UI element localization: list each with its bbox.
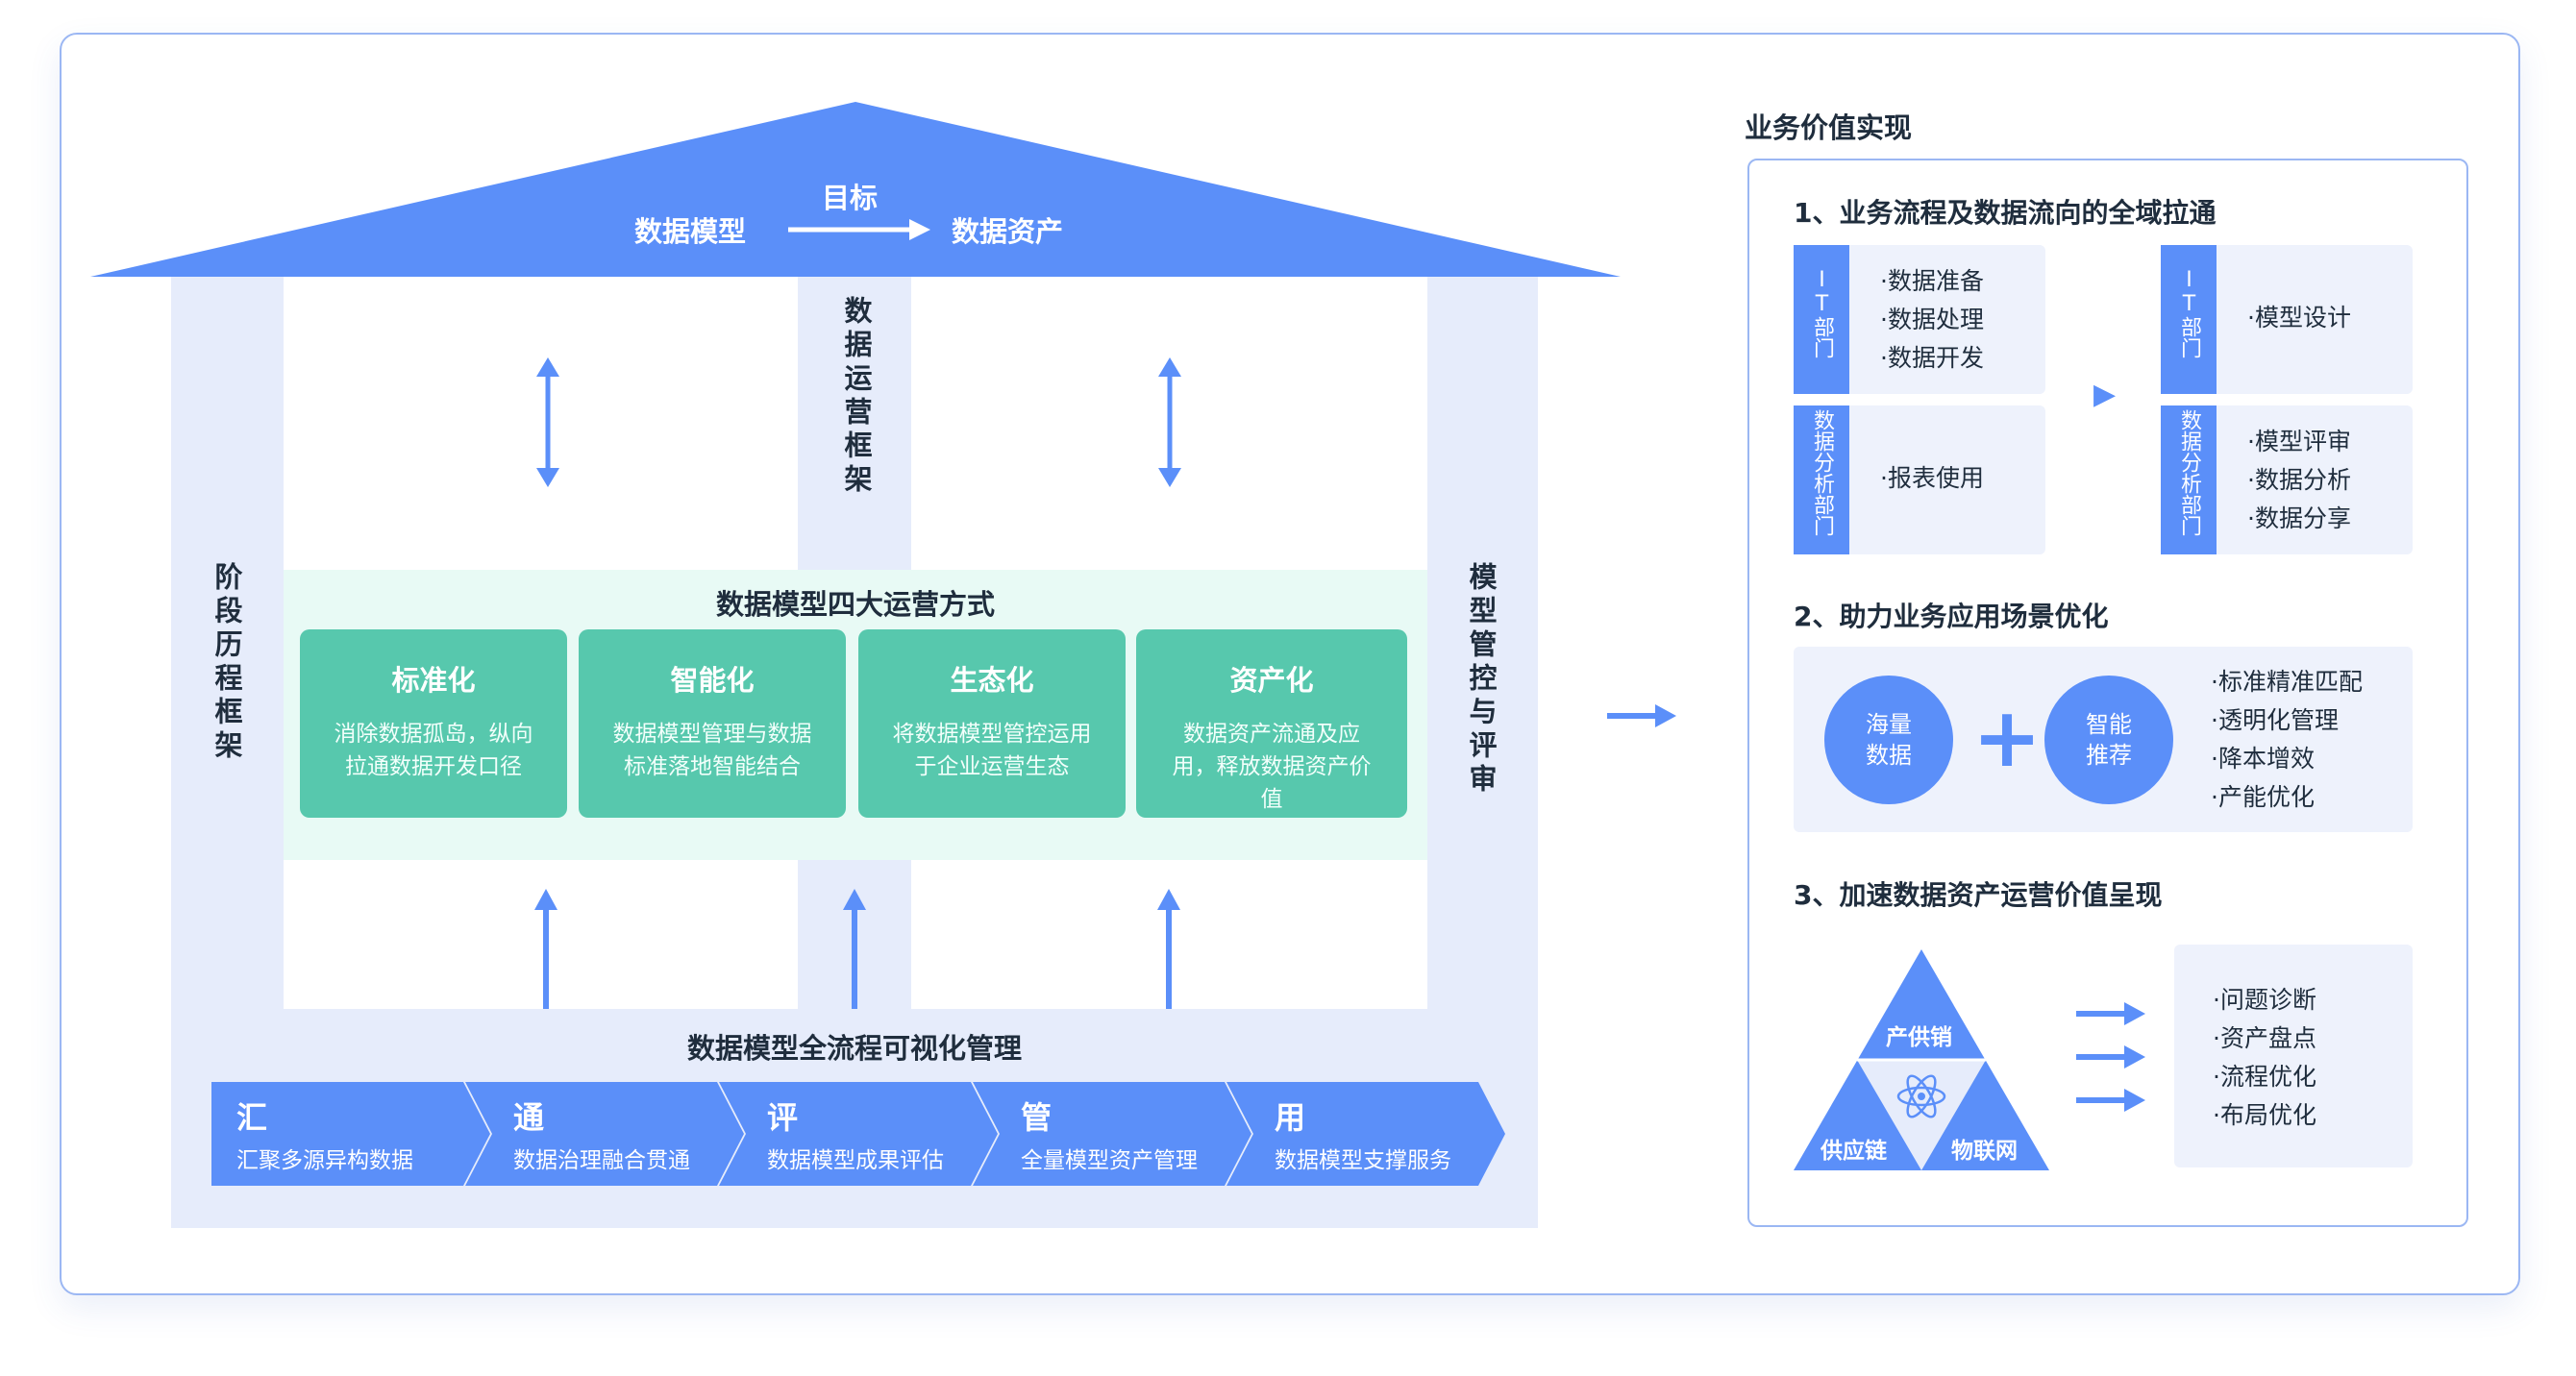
ops-card-desc: 将数据模型管控运用于企业运营生态 <box>892 722 1092 779</box>
double-arrow-right <box>1158 357 1181 487</box>
step-letter: 用 <box>1275 1099 1306 1136</box>
roof-right-text: 数据资产 <box>952 215 1064 248</box>
plus-icon: + <box>1972 690 2043 786</box>
ops-card-asset: 资产化 数据资产流通及应用，释放数据资产价值 <box>1136 629 1407 818</box>
circle-smart-recommend: 智能推荐 <box>2044 676 2173 804</box>
ops-card-standardize: 标准化 消除数据孤岛，纵向拉通数据开发口径 <box>300 629 567 818</box>
s1-right-analysis-box: 数据分析部门 ·模型评审 ·数据分析 ·数据分享 <box>2161 405 2413 554</box>
ops-card-desc: 数据模型管理与数据标准落地智能结合 <box>612 722 812 779</box>
ops-card-title: 智能化 <box>670 664 755 697</box>
step-letter: 通 <box>513 1099 545 1136</box>
roof-left-text: 数据模型 <box>634 215 747 248</box>
value-heading: 业务价值实现 <box>1745 111 1913 144</box>
s1-left-it-box: IT部门 ·数据准备 ·数据处理 ·数据开发 <box>1794 245 2045 394</box>
ops-card-title: 标准化 <box>391 664 476 697</box>
process-step-use: 用 数据模型支撑服务 <box>1226 1082 1505 1186</box>
s2-benefit-list: ·标准精准匹配 ·透明化管理 ·降本增效 ·产能优化 <box>2211 668 2363 811</box>
ops-card-desc: 消除数据孤岛，纵向拉通数据开发口径 <box>334 722 533 779</box>
step-desc: 数据治理融合贯通 <box>513 1148 690 1173</box>
process-step-manage: 管 全量模型资产管理 <box>973 1082 1251 1186</box>
s3-box: ·问题诊断 ·资产盘点 ·流程优化 ·布局优化 <box>2174 945 2413 1167</box>
dept-tag: 数据分析部门 <box>1794 405 1849 554</box>
triangle-graphic <box>1794 949 2049 1170</box>
ops-card-title: 生态化 <box>950 664 1034 697</box>
step-letter: 管 <box>1021 1099 1053 1136</box>
task-list: ·数据准备 ·数据处理 ·数据开发 <box>1880 267 1984 372</box>
right-pillar-label: 模型管控与评审 <box>1465 562 1498 798</box>
lower-left-space <box>284 860 798 1009</box>
section3-title: 3、加速数据资产运营价值呈现 <box>1794 879 2163 911</box>
step-desc: 数据模型成果评估 <box>767 1148 944 1173</box>
process-title: 数据模型全流程可视化管理 <box>686 1032 1022 1065</box>
atom-icon <box>1896 1074 1946 1118</box>
left-pillar-label: 阶段历程框架 <box>211 562 243 764</box>
dept-tag: 数据分析部门 <box>2161 405 2217 554</box>
ops-card-desc: 数据资产流通及应用，释放数据资产价值 <box>1172 722 1372 812</box>
tri-left-label: 供应链 <box>1821 1139 1887 1164</box>
tri-top-label: 产供销 <box>1886 1025 1952 1050</box>
ops-card-intelligent: 智能化 数据模型管理与数据标准落地智能结合 <box>579 629 846 818</box>
process-step-gather: 汇 汇聚多源异构数据 <box>211 1082 490 1186</box>
section2-title: 2、助力业务应用场景优化 <box>1794 601 2109 632</box>
step-desc: 数据模型支撑服务 <box>1275 1148 1451 1173</box>
s1-left-analysis-box: 数据分析部门 ·报表使用 <box>1794 405 2045 554</box>
step-desc: 全量模型资产管理 <box>1021 1148 1198 1173</box>
connector-arrow <box>1607 704 1676 727</box>
s1-right-it-box: IT部门 ·模型设计 <box>2161 245 2413 394</box>
s3-outcome-list: ·问题诊断 ·资产盘点 ·流程优化 ·布局优化 <box>2213 986 2316 1129</box>
step-letter: 汇 <box>236 1099 268 1136</box>
ops-card-title: 资产化 <box>1229 664 1314 697</box>
step-letter: 评 <box>767 1099 799 1136</box>
roof-goal-arrow <box>788 219 930 240</box>
tri-right-label: 物联网 <box>1951 1139 2018 1164</box>
task-list: ·模型评审 ·数据分析 ·数据分享 <box>2247 428 2351 532</box>
s1-transition-arrow: ▶ <box>2093 378 2117 411</box>
ops-title: 数据模型四大运营方式 <box>715 588 995 621</box>
circle-massive-data: 海量数据 <box>1824 676 1953 804</box>
up-arrow-1 <box>534 889 557 1009</box>
up-arrow-2 <box>843 889 866 1009</box>
center-pillar-label: 数据运营框架 <box>840 296 873 498</box>
roof-goal-text: 目标 <box>822 182 879 214</box>
task-list: ·模型设计 <box>2247 304 2351 332</box>
step-desc: 汇聚多源异构数据 <box>236 1148 413 1173</box>
roof <box>90 102 1621 277</box>
process-step-evaluate: 评 数据模型成果评估 <box>719 1082 998 1186</box>
task-list: ·报表使用 <box>1880 464 1984 492</box>
section1-title: 1、业务流程及数据流向的全域拉通 <box>1794 197 2217 229</box>
double-arrow-left <box>536 357 559 487</box>
dept-tag: IT部门 <box>2161 245 2217 394</box>
triple-arrows <box>2076 1002 2145 1112</box>
process-step-connect: 通 数据治理融合贯通 <box>465 1082 744 1186</box>
upper-left-space <box>284 277 798 570</box>
up-arrow-3 <box>1157 889 1180 1009</box>
dept-tag: IT部门 <box>1794 245 1849 394</box>
ops-card-ecosystem: 生态化 将数据模型管控运用于企业运营生态 <box>858 629 1126 818</box>
